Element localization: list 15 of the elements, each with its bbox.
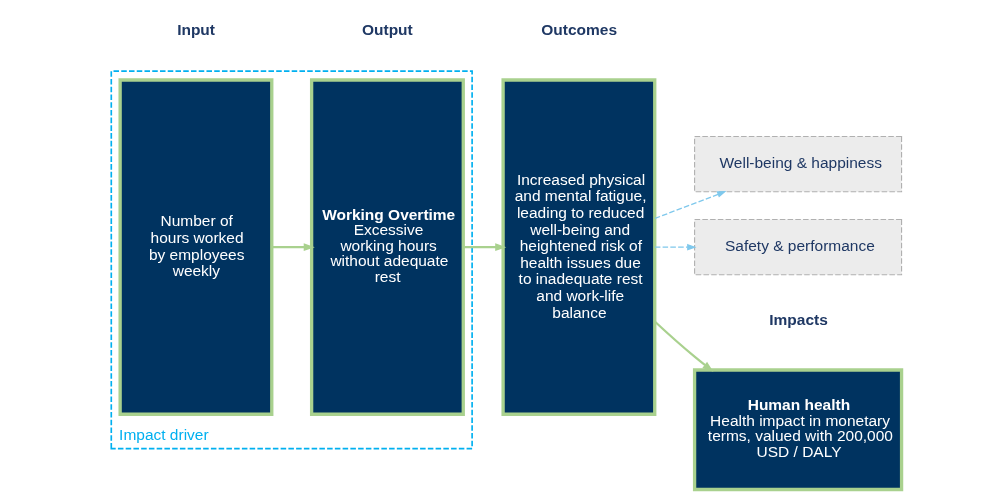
arrow	[653, 243, 696, 251]
node-box: Working Overtime Excessive working hours without adequate rest	[309, 78, 465, 416]
node-box: Safety & performance	[693, 218, 902, 276]
node-box: Well-being & happiness	[693, 135, 902, 193]
label: Output	[361, 21, 413, 39]
node-box: Human health Health impact in monetary terms, valued with 200,000 USD / DALY	[692, 368, 903, 492]
label: Outcomes	[540, 21, 617, 39]
arrow	[462, 243, 506, 251]
arrow	[271, 243, 315, 251]
label: Impacts	[768, 311, 828, 329]
node-box: Number of hours worked by employees weekly	[118, 78, 273, 416]
node-box: Increased physical and mental fatigue, leading to reduced well-being and heightened risk of health issues due to inadequate rest and work-life balance	[500, 78, 656, 416]
label: Input	[176, 21, 215, 39]
arrow	[653, 320, 713, 372]
arrow	[653, 191, 726, 220]
